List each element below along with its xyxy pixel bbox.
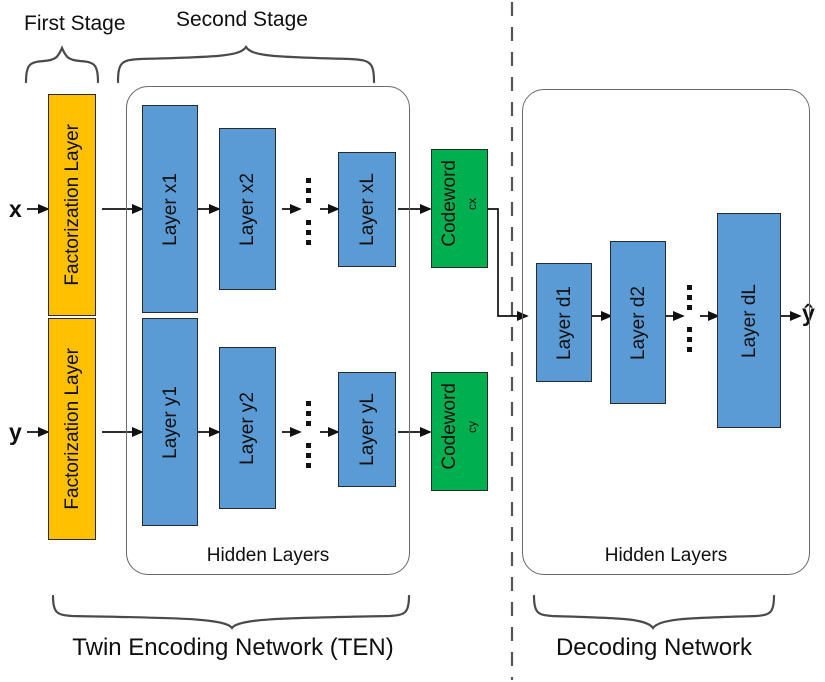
- layer-yL[interactable]: Layer yL: [338, 372, 396, 487]
- codeword-cy[interactable]: Codeword cy: [431, 372, 488, 491]
- brace-ten: [51, 594, 411, 630]
- bottom-label-decoding-network: Decoding Network: [555, 634, 753, 661]
- factorization-layer-y-label: Factorization Layer: [61, 348, 83, 510]
- factorization-layer-x[interactable]: Factorization Layer: [48, 94, 96, 316]
- output-label-yhat: ŷ: [802, 300, 815, 326]
- codeword-cy-label: Codeword: [439, 383, 460, 470]
- bottom-label-ten: Twin Encoding Network (TEN): [72, 634, 394, 661]
- input-label-x: x: [9, 196, 22, 222]
- layer-d1[interactable]: Layer d1: [536, 263, 592, 382]
- codeword-cy-subscript: cy: [465, 421, 479, 433]
- layer-x1-label: Layer x1: [159, 172, 181, 246]
- factorization-layer-y[interactable]: Factorization Layer: [48, 318, 96, 540]
- input-label-y: y: [9, 419, 22, 445]
- layer-d2-label: Layer d2: [627, 285, 649, 360]
- layer-x2-label: Layer x2: [237, 172, 258, 246]
- layer-y1[interactable]: Layer y1: [142, 318, 198, 526]
- codeword-cx-label: Codeword: [439, 160, 460, 247]
- codeword-cx[interactable]: Codeword cx: [431, 149, 488, 268]
- encoder-hidden-layers-caption: Hidden Layers: [206, 545, 330, 566]
- label-second-stage: Second Stage: [176, 8, 308, 31]
- decoder-hidden-layers-caption: Hidden Layers: [604, 545, 728, 566]
- layer-dL-label: Layer dL: [738, 283, 760, 358]
- layer-d2[interactable]: Layer d2: [610, 241, 666, 404]
- layer-y1-label: Layer y1: [159, 385, 181, 459]
- encoder-hidden-layers-group: [126, 86, 410, 575]
- brace-decoding: [532, 594, 776, 630]
- layer-x2[interactable]: Layer x2: [219, 128, 276, 290]
- layer-xL-label: Layer xL: [356, 173, 378, 246]
- layer-x1[interactable]: Layer x1: [142, 105, 198, 313]
- layer-dL[interactable]: Layer dL: [717, 213, 781, 428]
- codeword-cx-subscript: cx: [465, 198, 479, 210]
- layer-yL-label: Layer yL: [356, 393, 378, 466]
- label-first-stage: First Stage: [24, 12, 126, 35]
- decoder-hidden-layers-group: [522, 89, 810, 575]
- layer-xL[interactable]: Layer xL: [338, 152, 396, 267]
- factorization-layer-x-label: Factorization Layer: [61, 124, 83, 286]
- layer-d1-label: Layer d1: [553, 285, 575, 360]
- layer-y2-label: Layer y2: [237, 391, 258, 465]
- layer-y2[interactable]: Layer y2: [219, 347, 276, 509]
- brace-first-stage: [24, 45, 100, 84]
- brace-second-stage: [116, 45, 376, 84]
